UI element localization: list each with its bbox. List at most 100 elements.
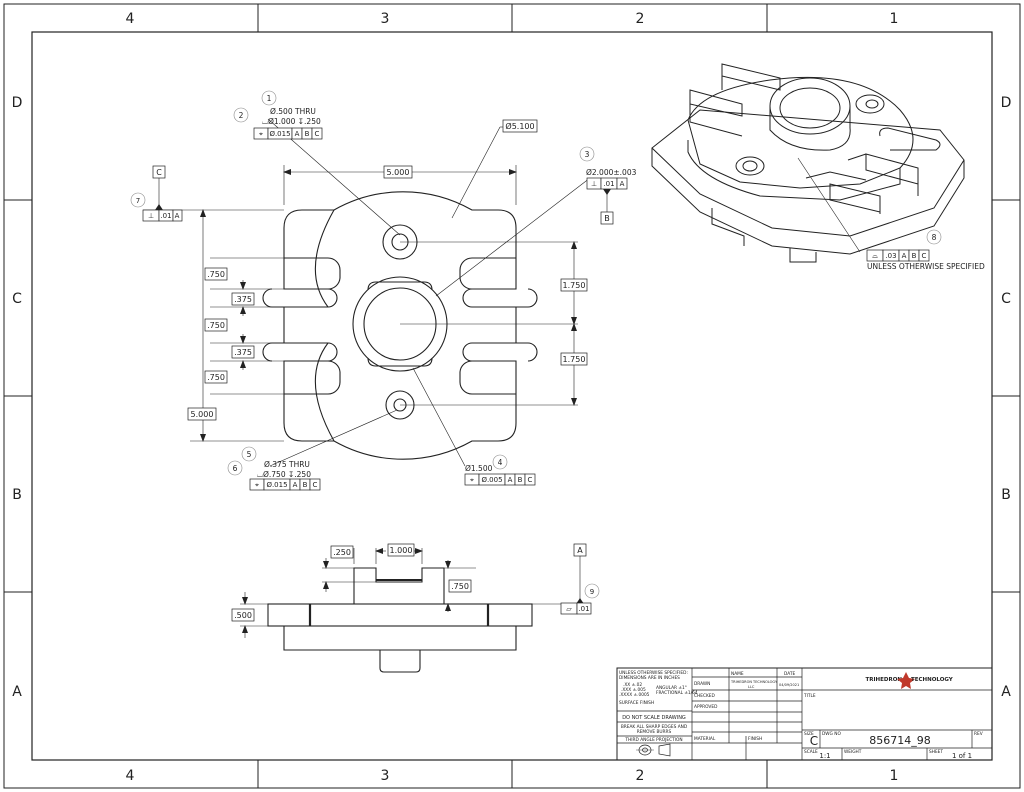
balloon-5: 5 — [247, 450, 252, 459]
iso-boss-top — [769, 77, 851, 135]
dim-slot-1: .750 — [207, 270, 225, 279]
zone-col-bottom: 1 — [890, 768, 899, 784]
top-view — [262, 191, 538, 460]
side-lower-step — [283, 626, 517, 651]
zone-row-right: A — [1001, 684, 1011, 700]
name-header: NAME — [731, 671, 744, 677]
zone-row-right: D — [1001, 95, 1012, 111]
zone-col-bottom: 2 — [636, 768, 645, 784]
sheet-frame — [3, 3, 1021, 789]
left-slot-upper — [284, 257, 341, 290]
callout-2-cbore: ⌴Ø1.000 ↧.250 — [262, 117, 321, 126]
iso-boss-wall — [769, 106, 851, 151]
balloon-6: 6 — [233, 464, 238, 473]
callout-3-dia: Ø2.000±.003 — [586, 168, 637, 177]
callout-4-dia: Ø1.500 — [465, 464, 493, 473]
side-view-dimensions — [240, 548, 581, 638]
fcf-4-symbol: ⌖ — [470, 476, 474, 484]
iso-hole-1 — [855, 94, 885, 114]
company-right: TECHNOLOGY — [911, 677, 954, 683]
fcf-6-datum-a: A — [293, 481, 298, 489]
iso-slot-2 — [805, 153, 867, 181]
callout-5-6: 5 6 Ø.375 THRU ⌴Ø.750 ↧.250 ⌖ Ø.015 A B … — [227, 446, 321, 491]
iso-base-sides — [651, 148, 965, 255]
fcf-6-datum-b: B — [303, 481, 308, 489]
no-scale-note: DO NOT SCALE DRAWING — [622, 715, 686, 721]
isometric-view — [651, 63, 965, 263]
approved-label: APPROVED — [694, 704, 718, 710]
zone-col-top: 4 — [126, 11, 135, 27]
dim-base-thickness: .500 — [234, 611, 252, 620]
date-header: DATE — [784, 671, 795, 677]
break-edges-2: REMOVE BURRS — [637, 729, 672, 735]
projection-label: THIRD ANGLE PROJECTION — [624, 737, 682, 743]
zone-row-left: C — [12, 291, 22, 307]
title-block-values: TRIHEDRON TECHNOLOGY C 856714_98 1:1 1 o… — [810, 672, 972, 760]
iso-rib-left — [689, 63, 781, 137]
fcf-3-datum: A — [620, 180, 625, 188]
zone-row-left: D — [12, 95, 23, 111]
fcf-8-datum-b: B — [912, 252, 917, 260]
fcf-2-datum-b: B — [305, 130, 310, 138]
right-slot-upper — [459, 257, 516, 290]
iso-disc-side — [687, 140, 901, 201]
iso-boss-bore — [779, 87, 841, 129]
company-logo-icon — [897, 672, 915, 689]
title-block-text: UNLESS OTHERWISE SPECIFIED: DIMENSIONS A… — [619, 670, 983, 755]
callout-8: 8 ⌓ .03 A B C UNLESS OTHERWISE SPECIFIED — [866, 229, 985, 271]
dim-web-2: .375 — [234, 348, 252, 357]
zone-col-top: 2 — [636, 11, 645, 27]
side-view-dim-texts: 1.000 .250 .750 .500 A — [231, 543, 587, 622]
fcf-9-symbol: ▱ — [566, 605, 572, 613]
drawn-name-2: LLC — [748, 685, 755, 689]
size-value: C — [810, 734, 818, 748]
fcf-4-datum-b: B — [518, 476, 523, 484]
dim-hole-spacing-1: 1.750 — [563, 281, 586, 290]
dwg-no-value: 856714_98 — [869, 734, 931, 747]
sheet-value: 1 of 1 — [952, 752, 972, 760]
drawn-date: 04/09/2021 — [779, 683, 799, 687]
side-top-boss — [353, 567, 445, 604]
iso-bottom-boss — [711, 208, 817, 263]
right-slot-mid-1 — [472, 288, 538, 362]
dim-outer-dia: Ø5.100 — [505, 121, 534, 131]
fcf-4-datum-c: C — [528, 476, 533, 484]
zone-row-left: B — [12, 487, 22, 503]
fcf-2-symbol: ⌖ — [259, 130, 263, 138]
fcf-4-datum-a: A — [508, 476, 513, 484]
iso-disc — [687, 76, 914, 189]
dim-web-1: .375 — [234, 295, 252, 304]
fcf-6-symbol: ⌖ — [255, 481, 259, 489]
checked-label: CHECKED — [694, 693, 715, 699]
iso-hole-1-inner — [865, 99, 879, 109]
balloon-3: 3 — [585, 150, 590, 159]
zone-col-top: 3 — [381, 11, 390, 27]
dim-overall-height: 5.000 — [191, 410, 214, 419]
tol-fractional: FRACTIONAL ±1/64 — [656, 690, 698, 696]
left-slot-mid-1 — [262, 288, 328, 362]
fcf-3-symbol: ⊥ — [591, 180, 597, 188]
datum-c: C — [152, 165, 166, 210]
tol-angular: ANGULAR ±1° — [656, 685, 687, 691]
callout-8-note: UNLESS OTHERWISE SPECIFIED — [867, 262, 985, 271]
iso-hole-2-inner — [742, 160, 758, 172]
side-view — [267, 567, 533, 673]
fcf-8-datum-a: A — [902, 252, 907, 260]
zone-row-left: A — [12, 684, 22, 700]
tol-xxxx: .XXXX ±.0005 — [619, 692, 650, 698]
fcf-2-datum-a: A — [295, 130, 300, 138]
callout-1-2: 1 2 Ø.500 THRU ⌴Ø1.000 ↧.250 ⌖ Ø.015 A B… — [233, 90, 323, 140]
company-left: TRIHEDRON — [866, 677, 903, 683]
balloon-8: 8 — [932, 233, 937, 242]
left-lobe-arc — [314, 209, 335, 442]
iso-base-top — [651, 109, 965, 237]
tol-xxx: .XXX ±.005 — [621, 687, 646, 693]
scale-value: 1:1 — [819, 752, 830, 760]
drawn-label: DRAWN — [694, 681, 710, 687]
datum-c-letter: C — [156, 168, 162, 177]
boss-ring-upper — [367, 281, 433, 291]
zone-row-right: C — [1001, 291, 1011, 307]
surface-finish: SURFACE FINISH — [619, 700, 654, 706]
fcf-4-tol: Ø.005 — [481, 476, 502, 484]
zone-col-top: 1 — [890, 11, 899, 27]
